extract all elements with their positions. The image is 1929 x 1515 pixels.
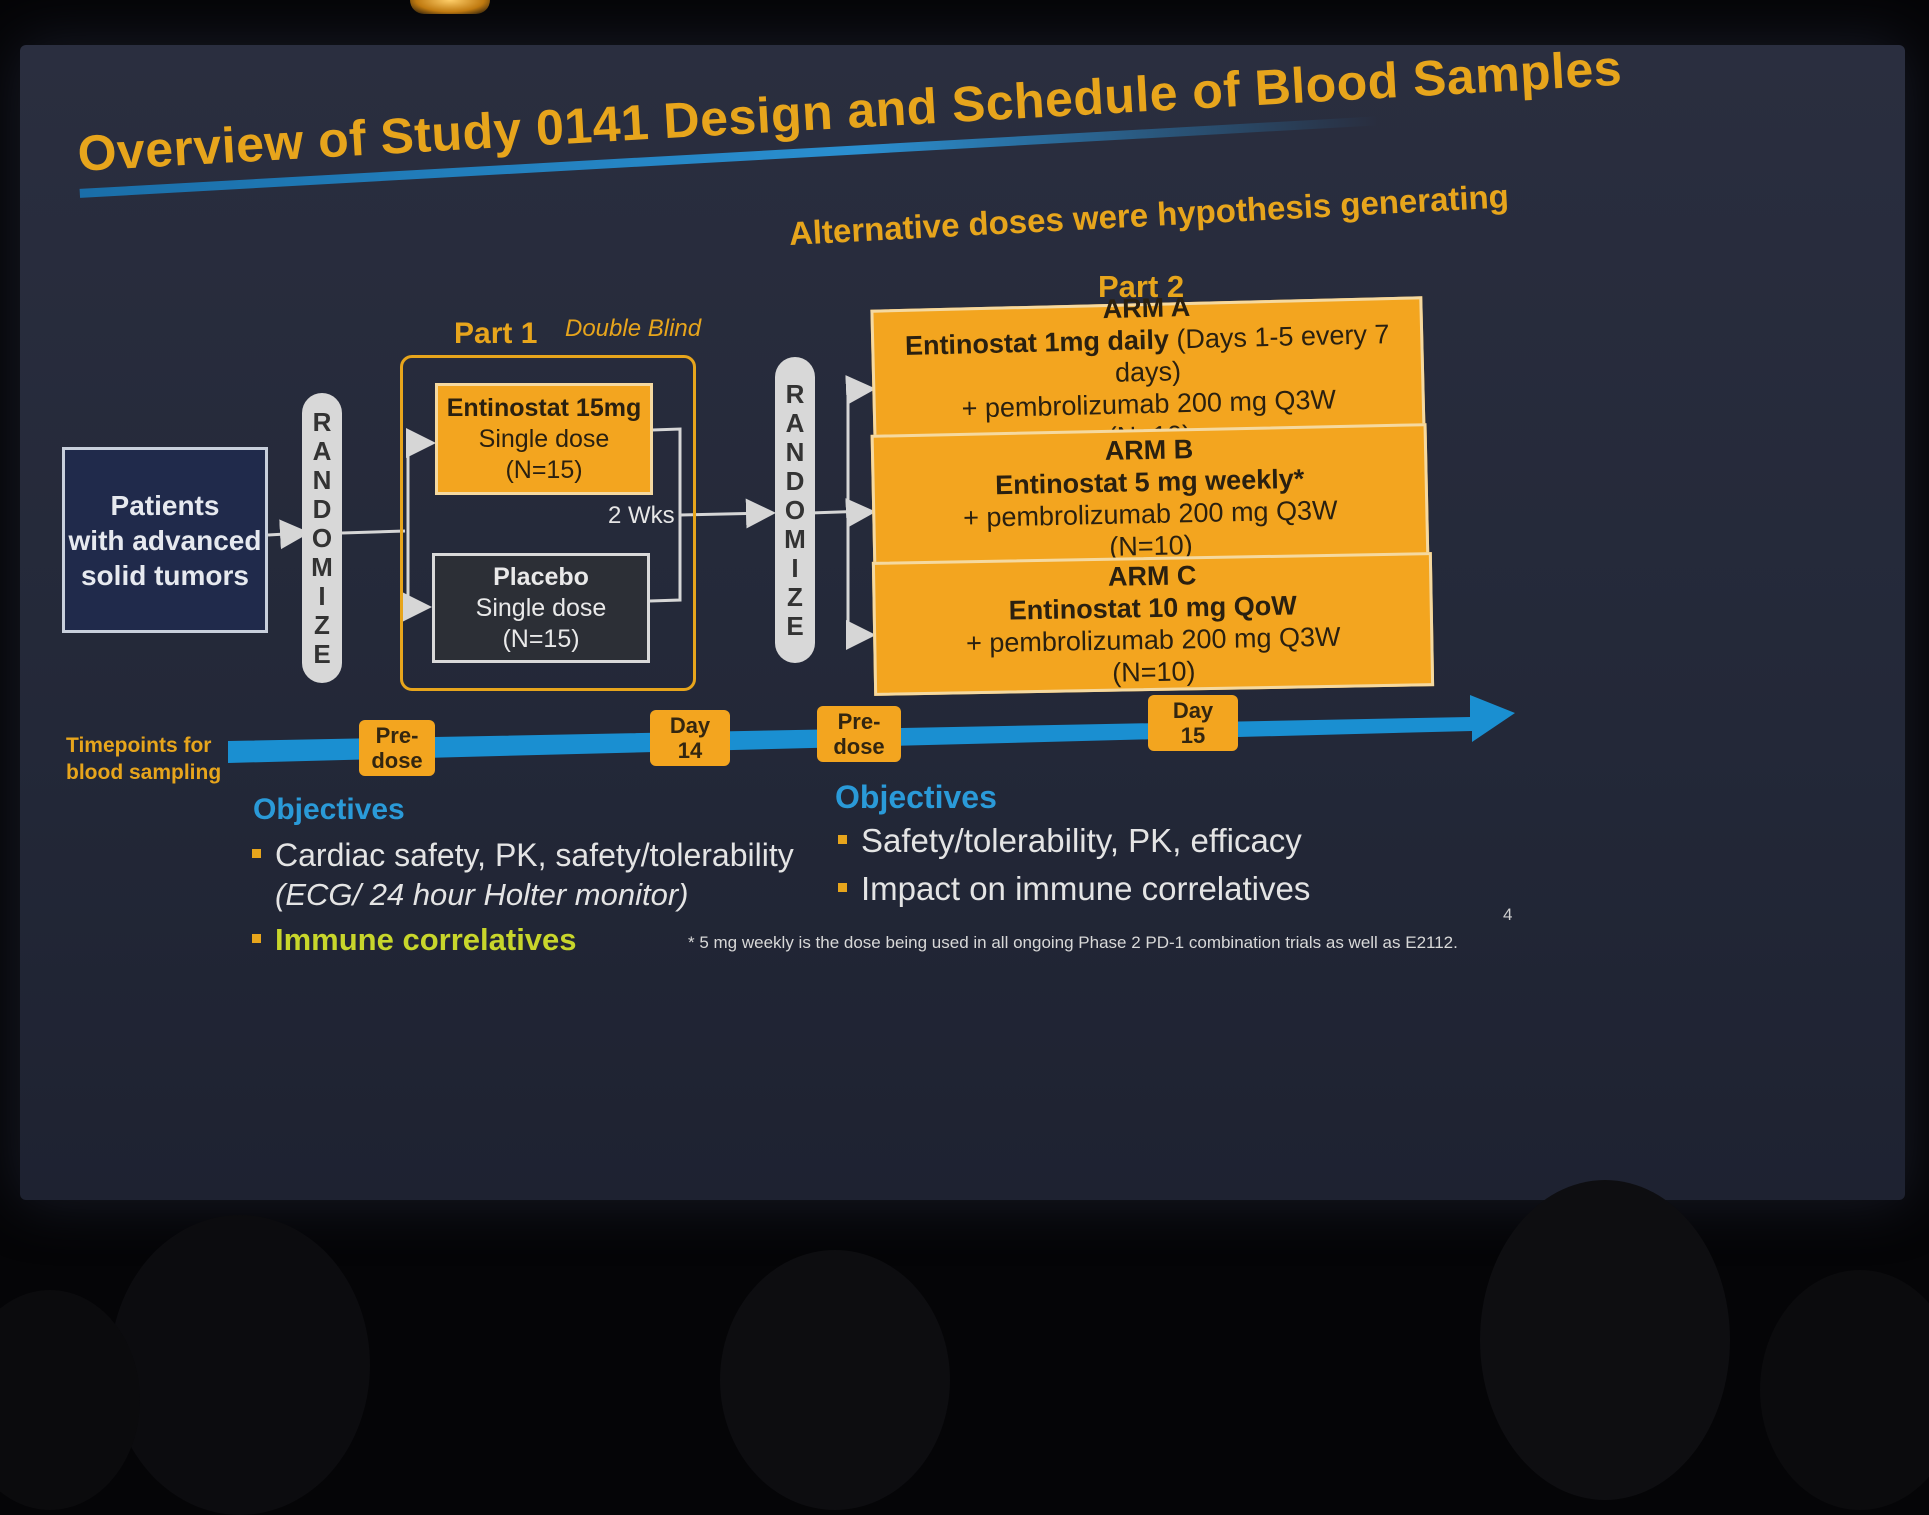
- bullet-icon: [252, 849, 261, 858]
- objectives-part1-item-2: Immune correlatives: [252, 920, 577, 960]
- randomize-letter: I: [791, 552, 799, 583]
- timepoint-line-1: Day: [669, 713, 711, 738]
- objectives-part2-item-2: Impact on immune correlatives: [838, 869, 1310, 909]
- arm-c-box: ARM C Entinostat 10 mg QoW + pembrolizum…: [871, 552, 1435, 696]
- arm-b-box: ARM B Entinostat 5 mg weekly* + pembroli…: [870, 423, 1430, 573]
- randomize-letter: E: [313, 638, 331, 669]
- part1-interval: 2 Wks: [608, 502, 675, 529]
- randomize-letter: O: [784, 494, 806, 525]
- arm-c-n: (N=10): [1111, 656, 1196, 688]
- randomize-letter: R: [785, 378, 805, 409]
- randomize-letter: E: [786, 610, 804, 641]
- arm-b-name: ARM B: [1104, 434, 1194, 466]
- randomize-pill-part2: R A N D O M I Z E: [775, 357, 815, 663]
- patients-box: Patients with advanced solid tumors: [62, 447, 268, 633]
- randomize-letter: A: [312, 435, 332, 466]
- objectives-part1-item-1: Cardiac safety, PK, safety/tolerability …: [252, 835, 794, 915]
- projected-slide: Overview of Study 0141 Design and Schedu…: [20, 40, 1905, 1200]
- timepoint-line-1: Pre-: [375, 723, 419, 748]
- timepoint-predose-part1: Pre- dose: [359, 720, 435, 776]
- randomize-pill-part1: R A N D O M I Z E: [302, 393, 342, 683]
- audience-head: [1760, 1270, 1929, 1510]
- part1-drug-arm: Entinostat 15mg Single dose (N=15): [435, 383, 653, 495]
- randomize-letter: Z: [787, 581, 803, 612]
- objectives-part2-item-1: Safety/tolerability, PK, efficacy: [838, 821, 1302, 861]
- bullet-icon: [838, 883, 847, 892]
- page-number: 4: [1503, 905, 1513, 924]
- timeline-label-line-1: Timepoints for: [66, 734, 212, 757]
- arm-a-drug: Entinostat 1mg daily: [904, 324, 1170, 361]
- timepoint-line-1: Day: [1172, 698, 1214, 723]
- part1-placebo-name: Placebo: [493, 562, 589, 591]
- part2-label: Part 2: [1098, 269, 1185, 304]
- timepoint-line-2: dose: [833, 734, 885, 759]
- randomize-letter: O: [311, 522, 333, 553]
- bullet-icon: [838, 835, 847, 844]
- randomize-letter: N: [312, 464, 332, 495]
- part1-placebo-dose: Single dose: [475, 593, 607, 622]
- audience-head: [110, 1215, 370, 1515]
- randomize-letter: M: [784, 523, 806, 554]
- arm-a-name: ARM A: [1102, 291, 1191, 325]
- patients-line-3: solid tumors: [80, 559, 249, 591]
- timepoint-line-2: dose: [371, 748, 423, 773]
- part1-drug-name: Entinostat 15mg: [446, 393, 642, 422]
- objectives-part1-item-1-sub: (ECG/ 24 hour Holter monitor): [275, 877, 689, 912]
- randomize-letter: A: [785, 407, 805, 438]
- objectives-part2-heading: Objectives: [835, 779, 997, 815]
- part1-drug-dose: Single dose: [478, 424, 610, 453]
- arm-c-combo: + pembrolizumab 200 mg Q3W: [965, 621, 1341, 659]
- timepoint-line-2: 14: [677, 738, 703, 763]
- stage-light: [410, 0, 490, 14]
- objectives-part1-item-1-text: Cardiac safety, PK, safety/tolerability: [275, 837, 794, 873]
- timepoint-day14: Day 14: [650, 710, 730, 766]
- arm-a-drug-line: Entinostat 1mg daily (Days 1-5 every 7 d…: [874, 317, 1421, 394]
- randomize-letter: I: [318, 580, 326, 611]
- part1-frame: [400, 355, 696, 691]
- objectives-part1-item-2-text: Immune correlatives: [275, 922, 577, 957]
- arm-c-drug: Entinostat 10 mg QoW: [1008, 590, 1297, 626]
- randomize-letter: M: [311, 551, 333, 582]
- timepoint-line-1: Pre-: [837, 709, 881, 734]
- randomize-letter: R: [312, 406, 332, 437]
- photo-frame: Overview of Study 0141 Design and Schedu…: [20, 0, 1905, 1200]
- patients-line-1: Patients: [110, 489, 220, 521]
- part1-placebo-arm: Placebo Single dose (N=15): [432, 553, 650, 663]
- timeline-label-line-2: blood sampling: [66, 761, 222, 784]
- timepoint-day15: Day 15: [1148, 695, 1238, 751]
- randomize-letter: D: [312, 493, 332, 524]
- objectives-part1-heading: Objectives: [253, 793, 405, 826]
- arm-b-combo: + pembrolizumab 200 mg Q3W: [962, 495, 1338, 533]
- timepoint-line-2: 15: [1180, 723, 1206, 748]
- randomize-letter: Z: [314, 609, 330, 640]
- randomize-letter: D: [785, 465, 805, 496]
- part1-label: Part 1: [454, 317, 538, 350]
- timepoint-predose-part2: Pre- dose: [817, 706, 901, 762]
- footnote: * 5 mg weekly is the dose being used in …: [688, 933, 1458, 952]
- timeline-label: Timepoints for blood sampling: [66, 732, 221, 786]
- patients-line-2: with advanced: [68, 524, 262, 556]
- part1-placebo-n: (N=15): [502, 624, 580, 653]
- objectives-part2-item-1-text: Safety/tolerability, PK, efficacy: [861, 822, 1302, 859]
- arm-c-name: ARM C: [1107, 560, 1197, 592]
- part1-blinding: Double Blind: [565, 315, 702, 342]
- audience-head: [1480, 1180, 1730, 1500]
- part1-drug-n: (N=15): [505, 455, 583, 484]
- objectives-part2-item-2-text: Impact on immune correlatives: [861, 870, 1311, 907]
- audience-head: [720, 1250, 950, 1510]
- randomize-letter: N: [785, 436, 805, 467]
- bullet-icon: [252, 934, 261, 943]
